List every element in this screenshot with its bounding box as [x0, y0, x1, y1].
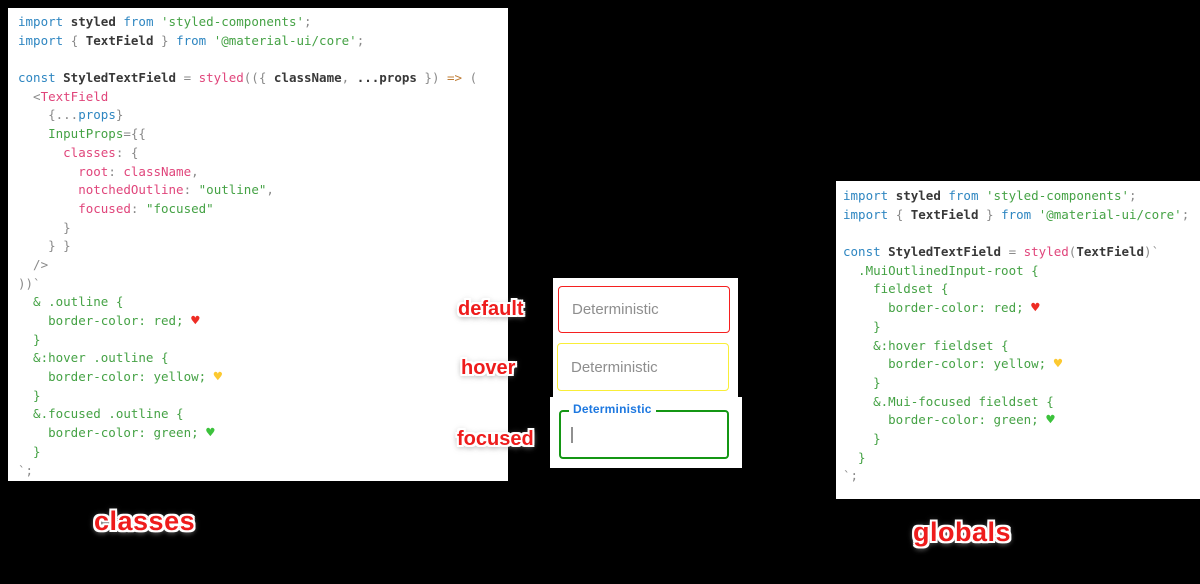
code-line: import styled from 'styled-components'; — [843, 188, 1137, 203]
code-line: } — [843, 430, 881, 446]
code-line: notchedOutline: "outline", — [18, 182, 274, 198]
code-line: import styled from 'styled-components'; — [18, 14, 312, 29]
code-line: const StyledTextField = styled(TextField… — [843, 244, 1160, 260]
code-line: border-color: yellow; ♥ — [843, 356, 1063, 373]
code-block-globals: import styled from 'styled-components'; i… — [836, 181, 1200, 499]
textfield-default[interactable] — [558, 286, 730, 333]
textfield-hover[interactable] — [557, 343, 729, 391]
code-line: border-color: yellow; ♥ — [18, 369, 223, 386]
caption-classes: classes — [94, 506, 196, 536]
textfield-focused[interactable] — [559, 410, 729, 459]
code-line: `; — [18, 462, 34, 478]
code-line: const StyledTextField = styled(({ classN… — [18, 70, 478, 86]
code-line: border-color: green; ♥ — [843, 412, 1055, 429]
code-line: InputProps={{ — [18, 126, 146, 142]
annotation-focused: focused — [457, 428, 534, 450]
code-line: import { TextField } from '@material-ui/… — [18, 32, 365, 48]
code-line — [843, 224, 1200, 243]
code-line: focused: "focused" — [18, 200, 214, 216]
code-line: border-color: red; ♥ — [18, 313, 200, 329]
code-line: /> — [18, 256, 49, 272]
textfield-focused-notch-label: Deterministic — [569, 402, 656, 416]
caption-globals: globals — [913, 517, 1012, 547]
code-line: `; — [843, 468, 859, 484]
code-line: import { TextField } from '@material-ui/… — [843, 206, 1190, 222]
code-line: <TextField — [18, 88, 109, 104]
code-line: &.focused .outline { — [18, 406, 184, 422]
code-line: } — [18, 387, 41, 403]
code-line: &.Mui-focused fieldset { — [843, 393, 1054, 409]
code-line — [18, 50, 508, 69]
annotation-default: default — [458, 298, 524, 320]
text-caret — [571, 427, 573, 443]
code-line: } — [843, 318, 881, 334]
annotation-hover: hover — [461, 357, 516, 379]
code-line: } — [843, 449, 866, 465]
code-line: fieldset { — [843, 281, 949, 297]
code-line: ))` — [18, 275, 41, 291]
code-line: } — [843, 374, 881, 390]
code-line: &:hover fieldset { — [843, 337, 1009, 353]
code-line: .MuiOutlinedInput-root { — [843, 262, 1039, 278]
code-line: classes: { — [18, 144, 139, 160]
code-line: } } — [18, 238, 71, 254]
code-line: border-color: red; ♥ — [843, 300, 1040, 317]
code-line: } — [18, 443, 41, 459]
code-line: {...props} — [18, 107, 124, 123]
code-line: } — [18, 219, 71, 235]
code-line: & .outline { — [18, 294, 124, 310]
code-block-classes: import styled from 'styled-components'; i… — [8, 8, 508, 481]
code-line: border-color: green; ♥ — [18, 425, 215, 442]
code-line: } — [18, 331, 41, 347]
code-line: &:hover .outline { — [18, 350, 169, 366]
code-line: root: className, — [18, 163, 199, 179]
